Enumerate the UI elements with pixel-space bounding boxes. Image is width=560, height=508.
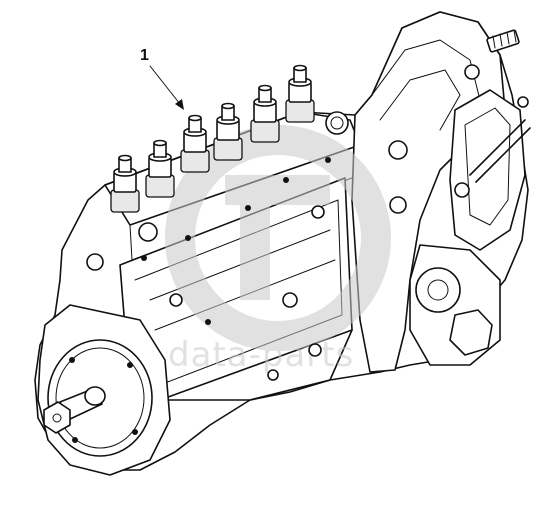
delivery-valve-holder [250,84,280,143]
watermark-logo-mark [225,175,330,300]
watermark-text: data-parts [168,335,354,375]
delivery-valve-holder [145,139,175,198]
drive-flange [43,339,153,457]
governor-lever [454,96,531,198]
leader-line [149,65,181,105]
delivery-valve-holder [285,64,315,123]
bolts [86,64,480,381]
inlet-fitting [486,29,520,53]
callout-1: 1 [140,47,184,110]
delivery-valve-holder [110,154,140,213]
end-plug [415,267,493,356]
leader-arrow [175,99,184,110]
callout-label: 1 [140,47,149,64]
delivery-valve-holder [180,114,210,173]
delivery-valve-holder [213,102,243,161]
delivery-valve-holders [110,64,315,213]
